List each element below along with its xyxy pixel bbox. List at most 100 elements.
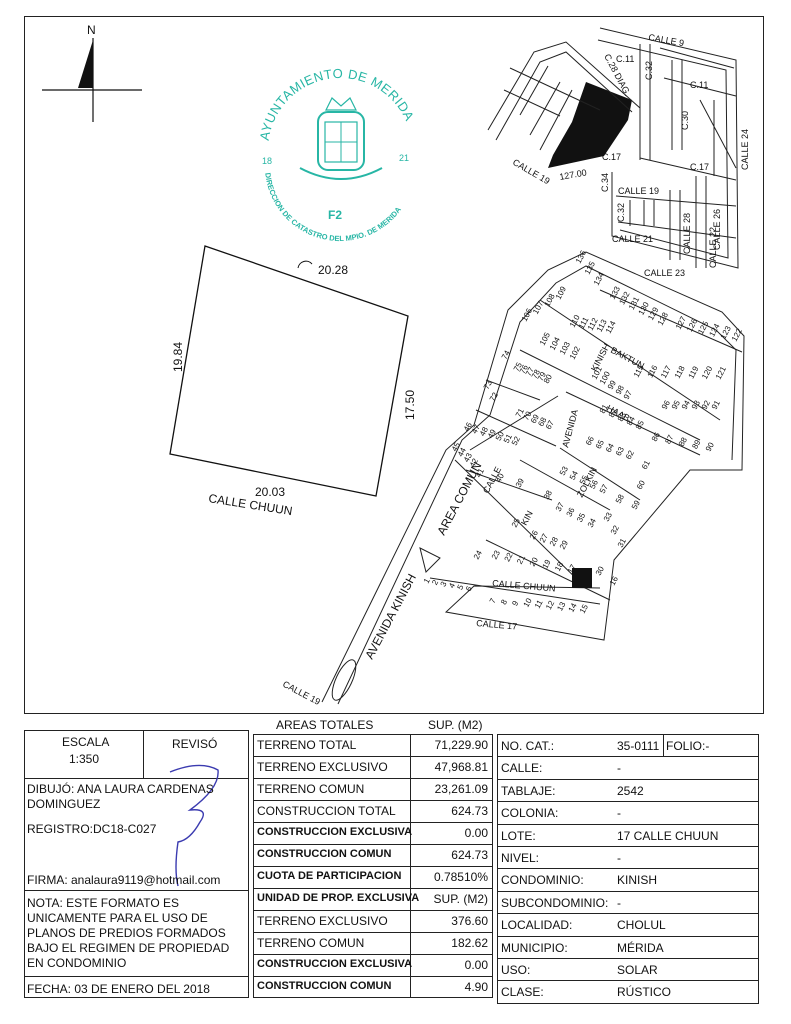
lot-number: 36 — [565, 506, 577, 519]
lot-number: 120 — [700, 364, 714, 380]
info-row-label: USO: — [501, 963, 531, 977]
areas-row-label: TERRENO EXCLUSIVO — [257, 914, 388, 928]
map-frame — [24, 16, 764, 714]
lot-number: 33 — [602, 510, 614, 523]
lot-number: 134 — [592, 270, 606, 286]
location-street-label: C.34 — [600, 173, 610, 192]
lot-number: 20 — [528, 555, 540, 568]
cadastral-info-table — [497, 734, 759, 1004]
seal-year-left: 18 — [262, 156, 272, 166]
lot-number: 74 — [500, 348, 512, 361]
areas-row-label: CONSTRUCCION TOTAL — [257, 804, 396, 818]
lot-number: 30 — [594, 564, 606, 577]
lot-number: 61 — [640, 458, 652, 471]
lot-number: 10 — [522, 596, 534, 609]
info-row-label: CALLE: — [501, 761, 543, 775]
lot-number: 93 — [690, 398, 702, 411]
info-left-box — [24, 730, 249, 998]
lot-number: 88 — [677, 435, 689, 448]
info-row-label: TABLAJE: — [501, 784, 556, 798]
areas-row-value: 4.90 — [464, 980, 488, 994]
firma-text: FIRMA: analaura9119@hotmail.com — [27, 873, 221, 887]
lot-number: 89 — [690, 438, 702, 451]
lot-number: 73 — [482, 378, 494, 391]
areas-row-label: UNIDAD DE PROP. EXCLUSIVA — [257, 892, 420, 904]
location-street-label: CALLE 26 — [712, 209, 722, 250]
info-row-value: - — [617, 896, 621, 910]
info-row-extra: FOLIO:- — [666, 739, 710, 753]
location-street-label: C.11 — [616, 54, 634, 64]
location-street-label: CALLE 19 — [511, 157, 552, 186]
location-street-label: C.11 — [690, 80, 708, 90]
lot-number: 19 — [541, 558, 553, 571]
lot-number: 119 — [687, 364, 701, 380]
lot-number: 135 — [583, 259, 597, 275]
lot-number: 90 — [704, 440, 716, 453]
lot-number: 57 — [598, 482, 610, 495]
north-label: N — [87, 23, 96, 37]
lot-number: 136 — [574, 248, 588, 264]
location-sketch — [487, 27, 739, 269]
info-row-value: - — [617, 806, 621, 820]
signature-image — [169, 764, 219, 887]
lot-number: 109 — [554, 284, 568, 300]
lot-number: 16 — [608, 574, 620, 587]
lot-number: 91 — [710, 398, 722, 411]
areas-row-value: 182.62 — [451, 936, 488, 950]
areas-title: AREAS TOTALES — [276, 718, 374, 732]
parcel-drawing: 20.28 19.84 17.50 20.03 CALLE CHUUN — [169, 245, 417, 518]
location-street-label: 127.00 — [559, 167, 588, 182]
lot-number: 32 — [609, 523, 621, 536]
areas-row-label: CONSTRUCCION EXCLUSIVA — [257, 826, 413, 838]
lot-number: 37 — [554, 500, 566, 513]
areas-row-label: CONSTRUCCION COMUN — [257, 980, 392, 992]
lot-number: 96 — [660, 398, 672, 411]
areas-sup-header: SUP. (M2) — [428, 718, 483, 732]
escala-label: ESCALA — [62, 735, 110, 749]
location-street-label: CALLE 19 — [618, 186, 659, 196]
fecha-text: FECHA: 03 DE ENERO DEL 2018 — [27, 982, 210, 996]
lot-number: 13 — [555, 600, 567, 613]
info-row-label: CLASE: — [501, 985, 544, 999]
lot-number: 3 — [439, 579, 449, 588]
lot-number: 92 — [700, 398, 712, 411]
info-row-value: 2542 — [617, 784, 644, 798]
lot-number: 9 — [510, 599, 520, 608]
street-baktun: BAKTUN — [609, 345, 646, 371]
location-street-label: CALLE 21 — [612, 234, 653, 244]
street-calle-17: CALLE 17 — [476, 618, 518, 632]
lot-number: 11 — [533, 598, 545, 610]
areas-row-value: SUP. (M2) — [433, 892, 488, 906]
lot-number: 38 — [542, 488, 554, 501]
areas-row-label: CUOTA DE PARTICIPACION — [257, 870, 402, 882]
lot-number: 7 — [488, 596, 498, 605]
reviso-label: REVISÓ — [172, 737, 218, 751]
location-street-label: C.17 — [602, 152, 621, 162]
areas-row-value: 0.00 — [464, 826, 488, 840]
lot-number: 60 — [635, 478, 647, 491]
lot-number: 59 — [630, 498, 642, 511]
areas-row-value: 0.78510% — [433, 870, 488, 884]
location-street-label: C.17 — [690, 162, 709, 172]
lot-number: 117 — [659, 364, 673, 380]
parcel-bottom-dim: 20.03 — [255, 485, 285, 499]
seal-code: F2 — [328, 208, 342, 222]
info-row-label: LOCALIDAD: — [501, 918, 573, 932]
lot-number: 15 — [578, 602, 590, 615]
lot-number: 23 — [490, 548, 502, 561]
lot-number: 116 — [646, 363, 660, 379]
areas-row-label: CONSTRUCCION EXCLUSIVA — [257, 958, 413, 970]
info-row-value: SOLAR — [617, 963, 658, 977]
lot-number: 12 — [544, 599, 556, 612]
areas-row-value: 624.73 — [451, 804, 488, 818]
north-arrow-icon: N — [42, 23, 142, 122]
areas-row-label: TERRENO COMUN — [257, 936, 365, 950]
info-row-value: 17 CALLE CHUUN — [617, 829, 719, 843]
lot-number: 58 — [614, 492, 626, 505]
areas-row-value: 624.73 — [451, 848, 488, 862]
location-street-label: C.32 — [644, 61, 654, 80]
location-street-label: CALLE 24 — [740, 129, 750, 170]
highlighted-lot-29 — [572, 568, 592, 588]
location-street-label: C.32 — [616, 203, 626, 222]
